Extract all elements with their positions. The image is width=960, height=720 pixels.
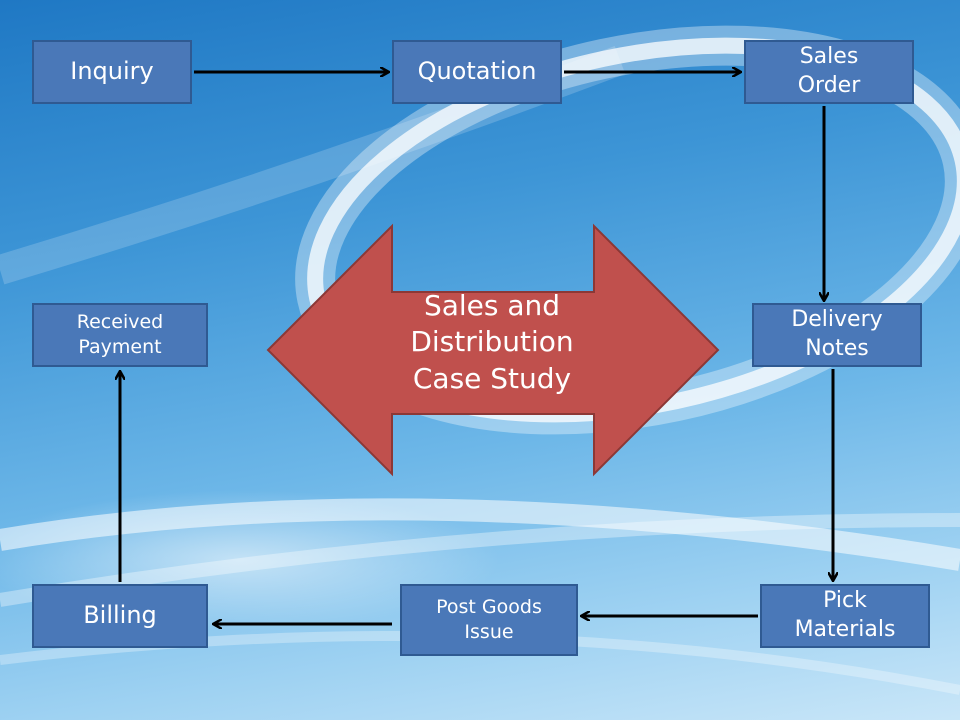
post-goods-issue-box[interactable]: Post Goods Issue <box>400 584 578 656</box>
pick-materials-box[interactable]: Pick Materials <box>760 584 930 648</box>
billing-label: Billing <box>83 601 157 630</box>
sales-order-box[interactable]: Sales Order <box>744 40 914 104</box>
pick-materials-label-line1: Pick <box>823 588 867 614</box>
center-title-line2: Distribution <box>410 325 574 359</box>
delivery-notes-label-line1: Delivery <box>791 307 883 333</box>
center-title: Sales and Distribution Case Study <box>392 288 592 397</box>
inquiry-label: Inquiry <box>70 57 154 86</box>
sales-order-label-line1: Sales <box>799 44 859 70</box>
billing-box[interactable]: Billing <box>32 584 208 648</box>
post-goods-issue-label-line1: Post Goods <box>436 596 542 619</box>
received-payment-box[interactable]: Received Payment <box>32 303 208 367</box>
inquiry-box[interactable]: Inquiry <box>32 40 192 104</box>
sales-order-label-line2: Order <box>797 73 861 98</box>
delivery-notes-box[interactable]: Delivery Notes <box>752 303 922 367</box>
quotation-box[interactable]: Quotation <box>392 40 562 104</box>
received-payment-label-line2: Payment <box>78 336 162 358</box>
center-title-line3: Case Study <box>412 361 572 395</box>
quotation-label: Quotation <box>417 57 537 86</box>
delivery-notes-label-line2: Notes <box>805 336 869 361</box>
received-payment-label-line1: Received <box>76 311 164 334</box>
post-goods-issue-label-line2: Issue <box>464 621 514 643</box>
pick-materials-label-line2: Materials <box>794 617 896 642</box>
center-title-line1: Sales and <box>423 289 561 322</box>
center-double-arrow <box>266 223 720 477</box>
